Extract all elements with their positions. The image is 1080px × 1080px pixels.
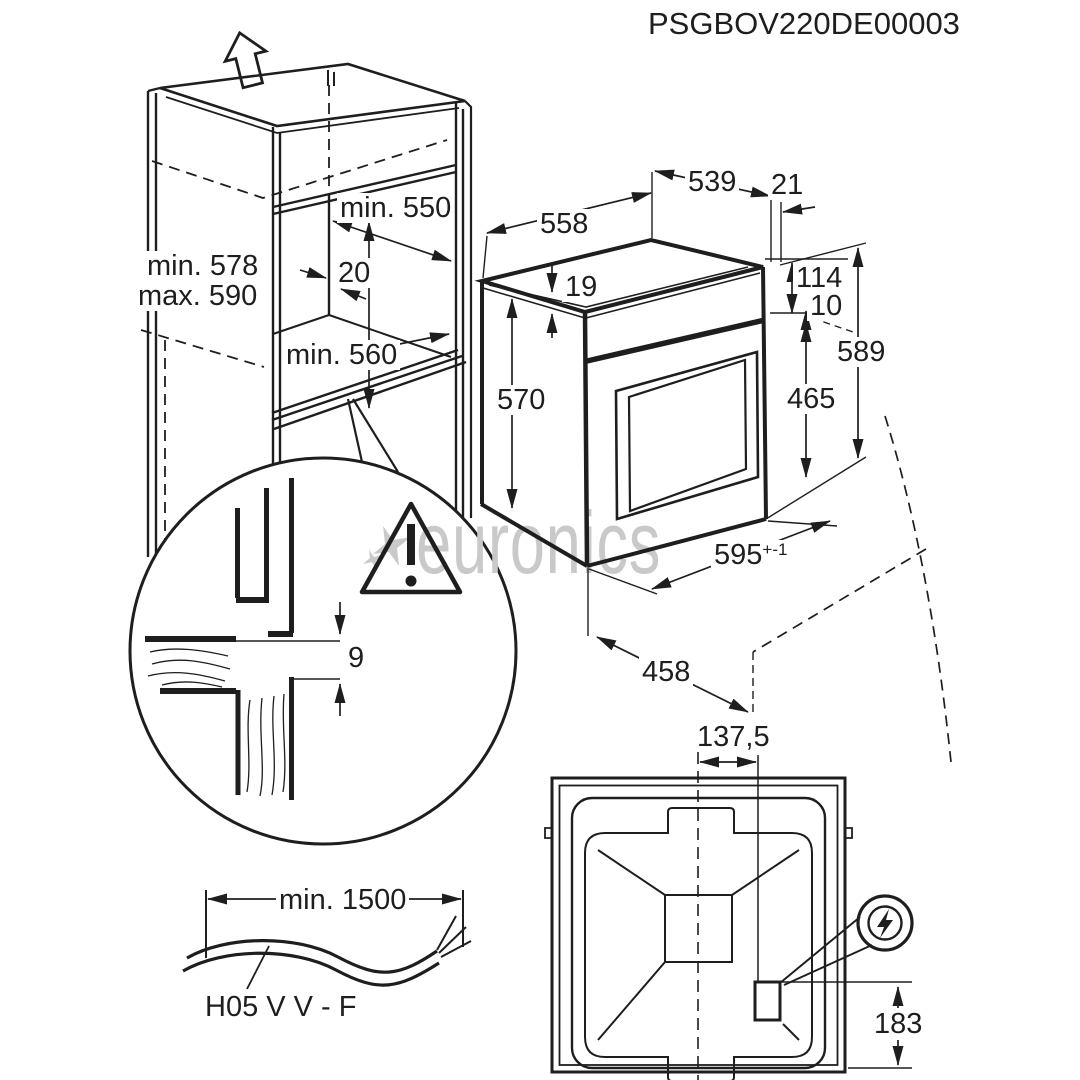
dim-label-oven-width-top: 558 [537,209,592,239]
dim-label-mains-offset-vertical: 183 [871,1009,926,1039]
dim-label-front-width: 595+-1 [711,539,791,571]
dim-label-mains-offset-horizontal: 137,5 [694,722,773,752]
dim-label-niche-height-min: min. 578 [144,251,262,281]
dim-label-niche-depth-top: min. 550 [337,193,455,223]
watermark: euronics [363,495,661,593]
watermark-text: euronics [416,495,661,593]
cable-line-art [182,890,472,990]
dim-label-rear-gap: 20 [335,258,374,288]
dim-label-top-thickness: 19 [562,272,601,302]
document-code: PSGBOV220DE00003 [648,6,960,41]
dim-label-body-depth: 458 [639,657,694,687]
warning-triangle-icon [359,501,463,595]
junction-box [753,980,782,1022]
dim-label-niche-depth-bottom: min. 560 [283,340,401,370]
dim-label-ventilation-gap: 9 [345,643,368,673]
detail-circle [128,456,518,846]
dim-label-oven-depth-top: 539 [685,167,740,197]
dim-label-front-gap: 10 [807,291,846,321]
dim-label-niche-height-max: max. 590 [135,281,261,311]
rear-view-line-art [544,752,914,1080]
dim-label-door-height: 465 [784,384,839,414]
dim-label-rear-clearance: 21 [768,170,807,200]
front-width-tolerance: +-1 [762,540,788,559]
dim-label-front-height: 589 [834,337,889,367]
front-width-value: 595 [714,539,763,571]
electric-connection-icon [779,894,914,986]
arrow-up-icon [222,30,270,90]
dim-label-cable-length: min. 1500 [276,885,410,915]
detail-circle-section [145,478,463,800]
watermark-star-icon [373,526,411,566]
dim-label-body-height: 570 [494,385,549,415]
watermark-small-star-icon [363,550,382,570]
oven-line-art [474,169,952,763]
wood-grain [147,648,286,797]
dim-label-control-panel-height: 114 [793,263,846,293]
label-cable-type: H05 V V - F [202,992,360,1022]
